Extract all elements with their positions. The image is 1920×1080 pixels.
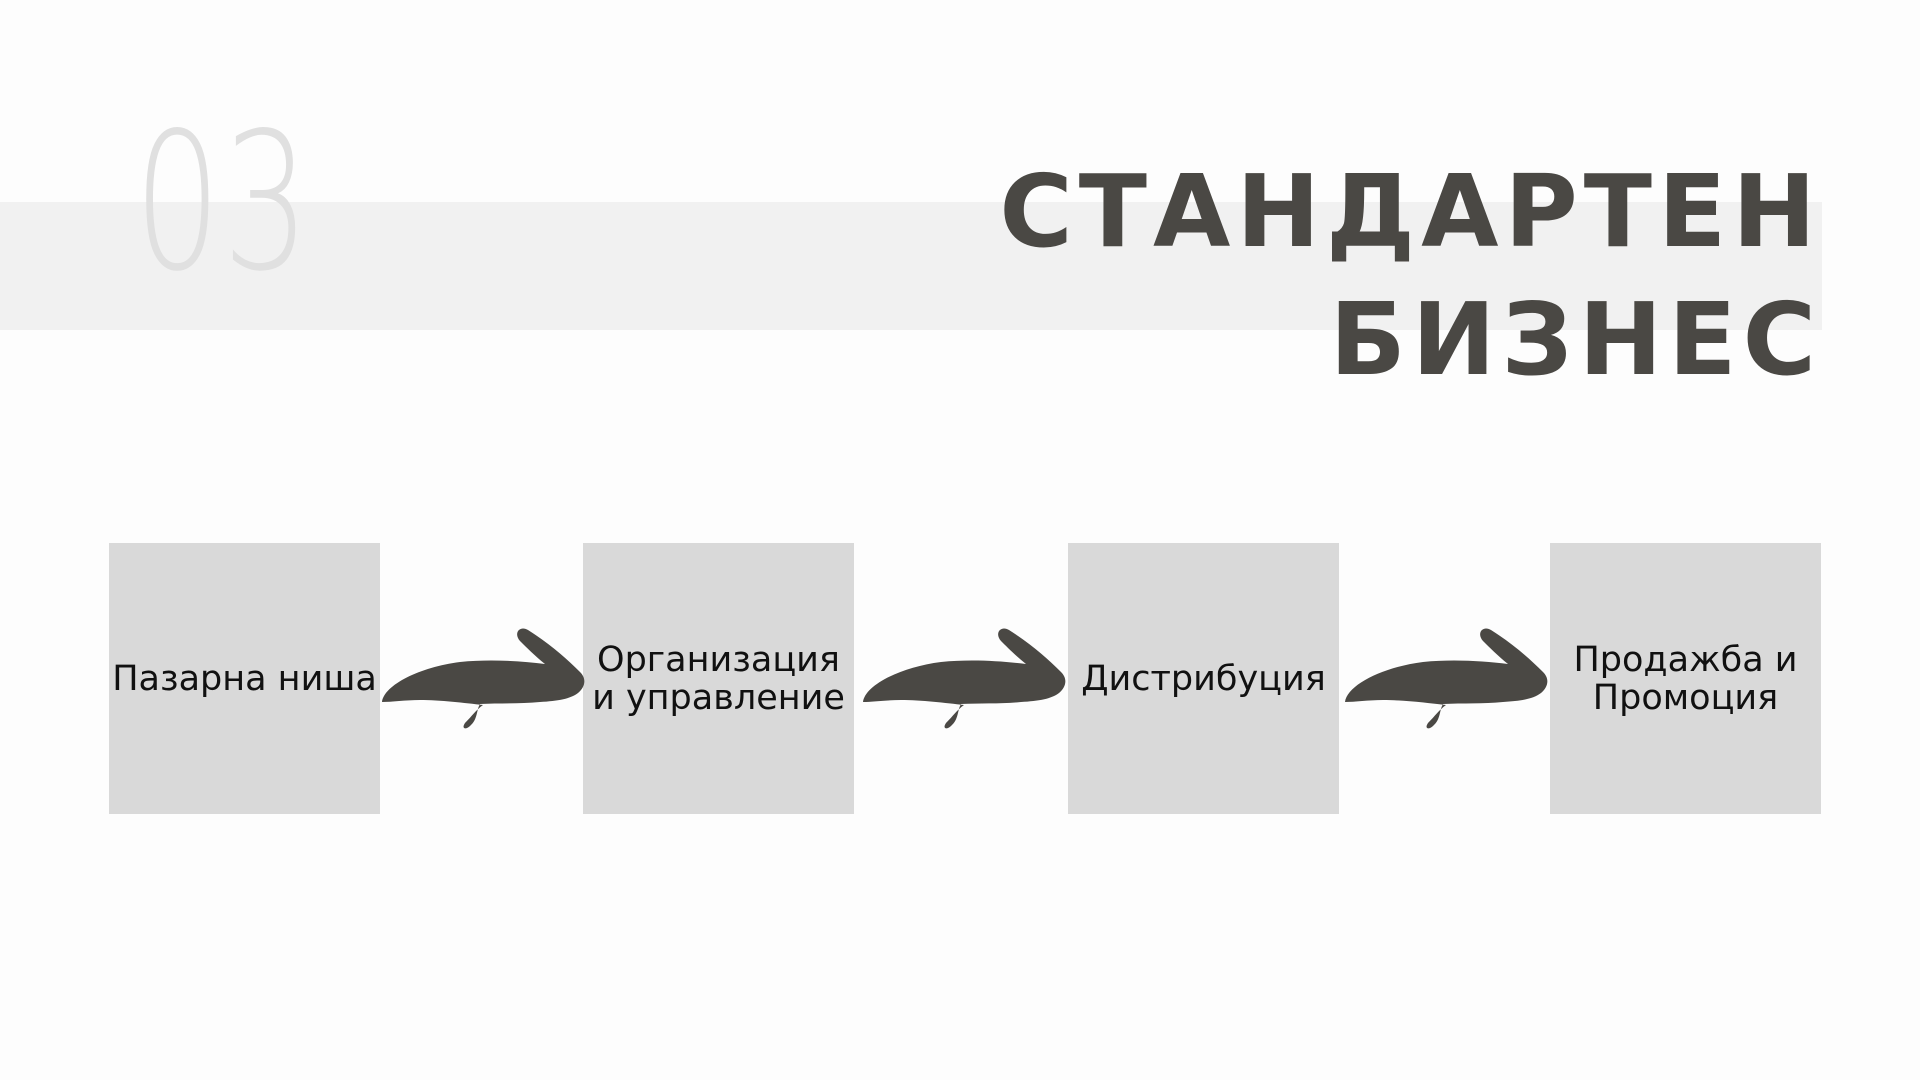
step-label: Продажба и Промоция <box>1573 639 1798 718</box>
step-box-sales-promotion: Продажба и Промоция <box>1550 543 1821 814</box>
step-label: Организация и управление <box>592 639 845 718</box>
step-label: Дистрибуция <box>1081 658 1326 699</box>
step-box-organization: Организация и управление <box>583 543 854 814</box>
slide-title: СТАНДАРТЕН БИЗНЕС <box>999 148 1822 404</box>
step-box-distribution: Дистрибуция <box>1068 543 1339 814</box>
step-label: Пазарна ниша <box>112 658 377 699</box>
arrow-right-icon <box>382 628 585 729</box>
title-band <box>0 202 1822 330</box>
arrow-right-icon <box>863 628 1066 729</box>
title-line-1: СТАНДАРТЕН <box>999 153 1822 270</box>
step-box-market-niche: Пазарна ниша <box>109 543 380 814</box>
arrow-right-icon <box>1345 628 1548 729</box>
title-line-2: БИЗНЕС <box>1329 281 1822 398</box>
section-number: 03 <box>134 92 311 313</box>
